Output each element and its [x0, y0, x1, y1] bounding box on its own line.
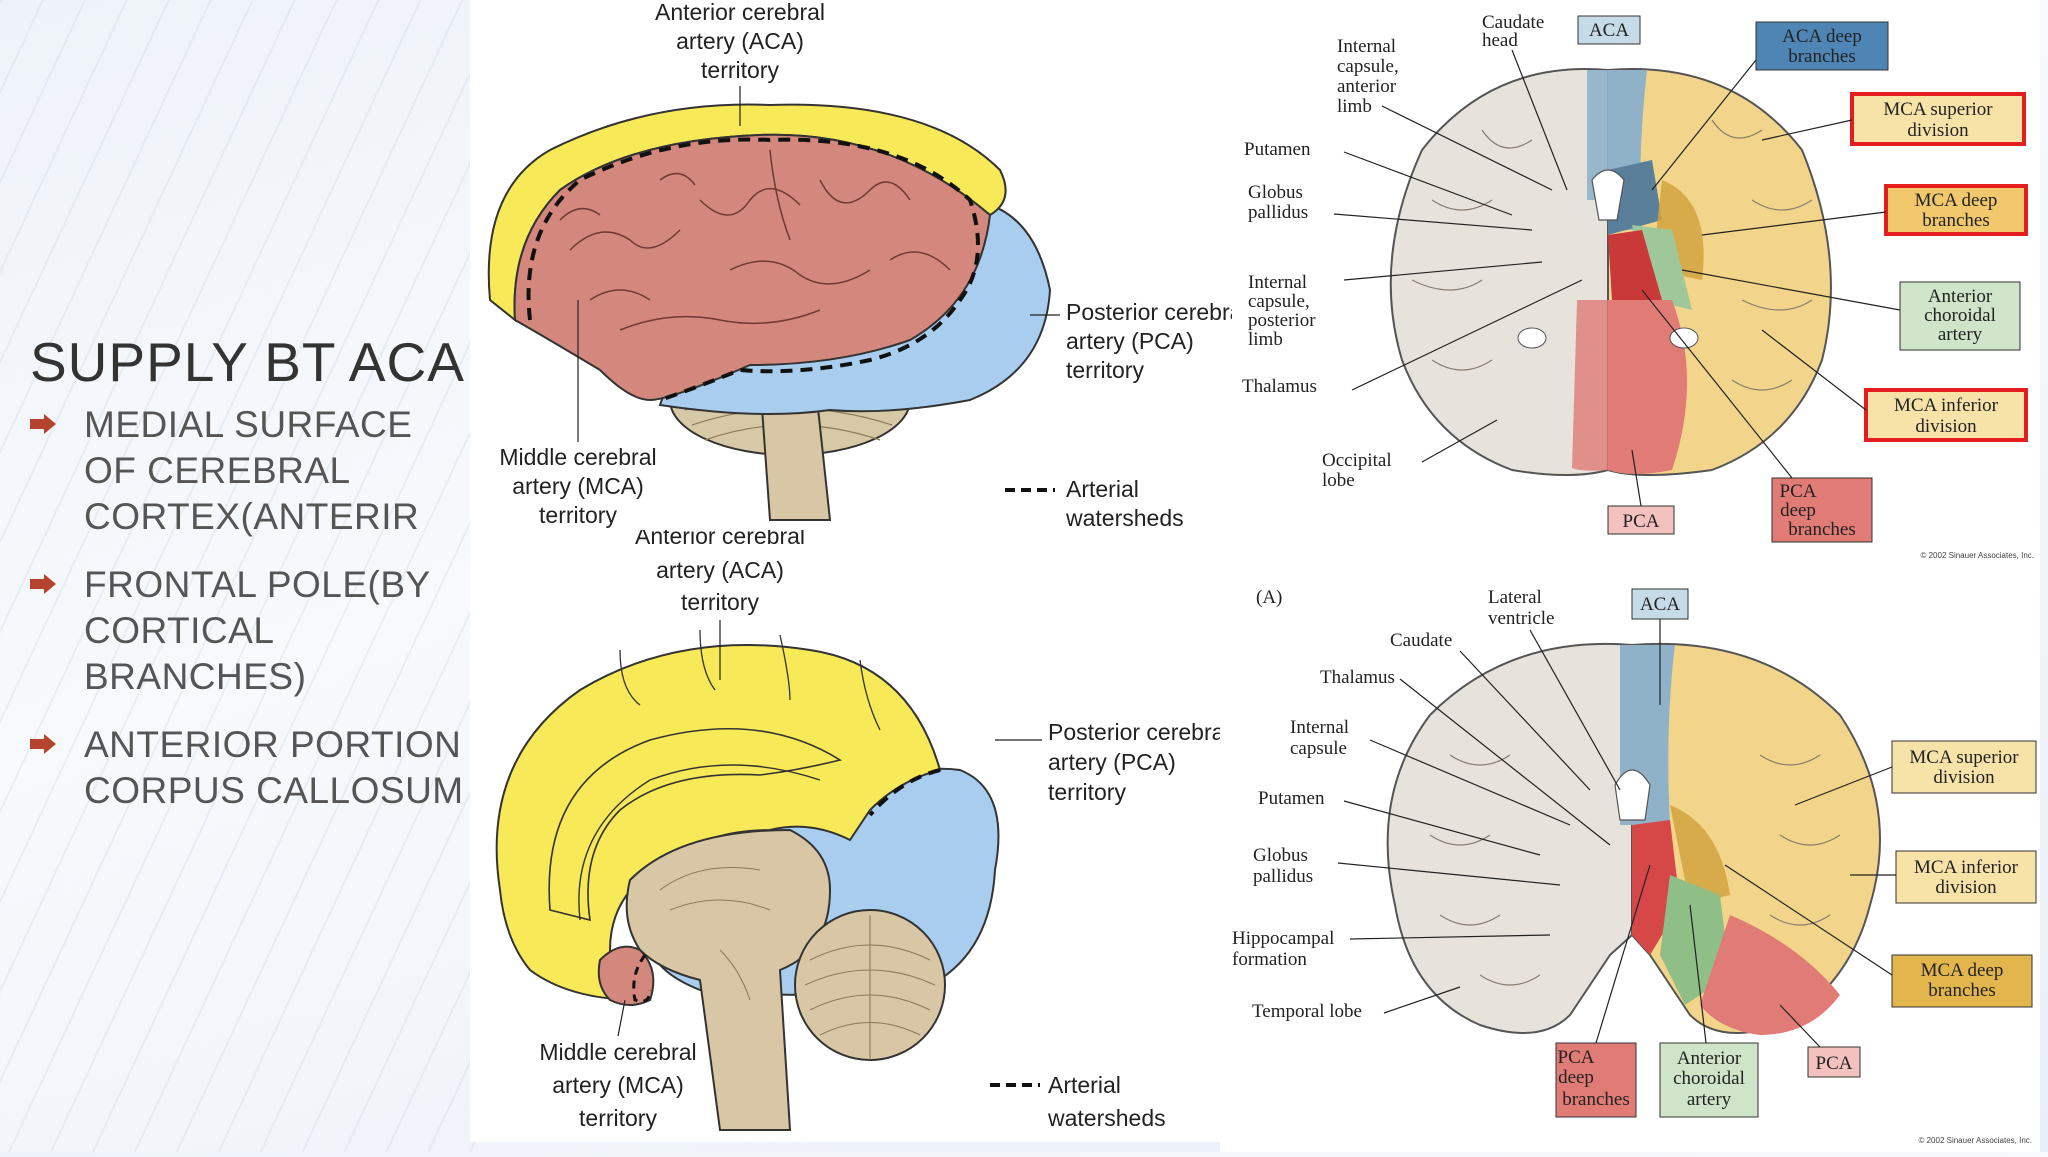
aca-label-line-2: artery (ACA)	[656, 557, 784, 583]
temporal-label: Temporal lobe	[1252, 1001, 1362, 1022]
box-mca-inferior	[1895, 850, 2037, 904]
box-mca-superior	[1891, 740, 2037, 794]
medial-brain-diagram: Anterior cerebral artery (ACA) territory…	[470, 523, 1232, 1142]
thalamus-label: Thalamus	[1242, 376, 1317, 397]
box-pca-text: PCA	[1623, 511, 1660, 532]
slide-title: SUPPLY BT ACA	[30, 331, 465, 393]
bullet-item: MEDIAL SURFACE OF CEREBRAL CORTEX(ANTERI…	[30, 402, 470, 540]
pca-deep-region	[1608, 230, 1662, 300]
caudate-label: Caudate	[1390, 630, 1452, 651]
aca-label-block: Anterior cerebral	[635, 530, 805, 549]
bullet-item: FRONTAL POLE(BY CORTICAL BRANCHES)	[30, 562, 470, 700]
axial-copyright: © 2002 Sinauer Associates, Inc.	[1920, 551, 2034, 560]
box-mca-deep	[1891, 954, 2033, 1008]
pca-region	[1700, 915, 1840, 1035]
box-aca-deep	[1755, 21, 1889, 71]
aca-label-line-3: territory	[681, 589, 759, 615]
bullet-text: FRONTAL POLE(BY CORTICAL BRANCHES)	[84, 564, 431, 697]
left-hemisphere	[1386, 642, 1633, 1034]
slide-text-panel: SUPPLY BT ACA MEDIAL SURFACE OF CEREBRAL…	[30, 330, 470, 836]
arrow-bullet-icon	[30, 414, 56, 434]
mca-territory	[513, 133, 992, 402]
bullet-text: MEDIAL SURFACE OF CEREBRAL CORTEX(ANTERI…	[84, 404, 420, 537]
bullet-item: ANTERIOR PORTION CORPUS CALLOSUM	[30, 722, 470, 814]
panel-letter: (A)	[1256, 587, 1282, 608]
putamen-label: Putamen	[1244, 139, 1311, 160]
left-hemisphere	[1389, 68, 1609, 476]
box-pca-deep	[1555, 1042, 1637, 1118]
corpus-callosum	[548, 728, 843, 922]
box-mca-superior	[1850, 92, 2026, 146]
medial-brain-svg: Anterior cerebral artery (ACA) territory…	[495, 523, 1230, 1131]
box-pca	[1807, 1046, 1861, 1078]
box-pca-deep	[1771, 477, 1873, 543]
pca-region	[1608, 300, 1687, 474]
bullet-text: ANTERIOR PORTION CORPUS CALLOSUM	[84, 724, 464, 811]
box-aca-text: ACA	[1640, 594, 1680, 615]
coronal-copyright: © 2002 Sinauer Associates, Inc.	[1918, 1136, 2032, 1145]
mca-deep-region	[1670, 805, 1730, 905]
box-mca-deep	[1884, 184, 2028, 236]
box-mca-inferior	[1864, 388, 2028, 442]
watershed-line	[868, 768, 941, 817]
box-aca-text: ACA	[1589, 20, 1629, 41]
box-anterior-choroidal	[1659, 1042, 1759, 1118]
box-aca	[1577, 15, 1641, 45]
background-texture	[0, 0, 480, 1152]
box-anterior-choroidal	[1899, 281, 2021, 351]
arrow-bullet-icon	[30, 734, 56, 754]
watershed-line	[526, 137, 980, 402]
anterior-choroidal-region	[1632, 225, 1692, 310]
thalamus-label: Thalamus	[1320, 667, 1395, 688]
mca-territory	[597, 945, 655, 1006]
box-pca	[1607, 505, 1675, 535]
box-pca-text: PCA	[1816, 1053, 1853, 1074]
arrow-bullet-icon	[30, 574, 56, 594]
putamen-label: Putamen	[1258, 788, 1325, 809]
